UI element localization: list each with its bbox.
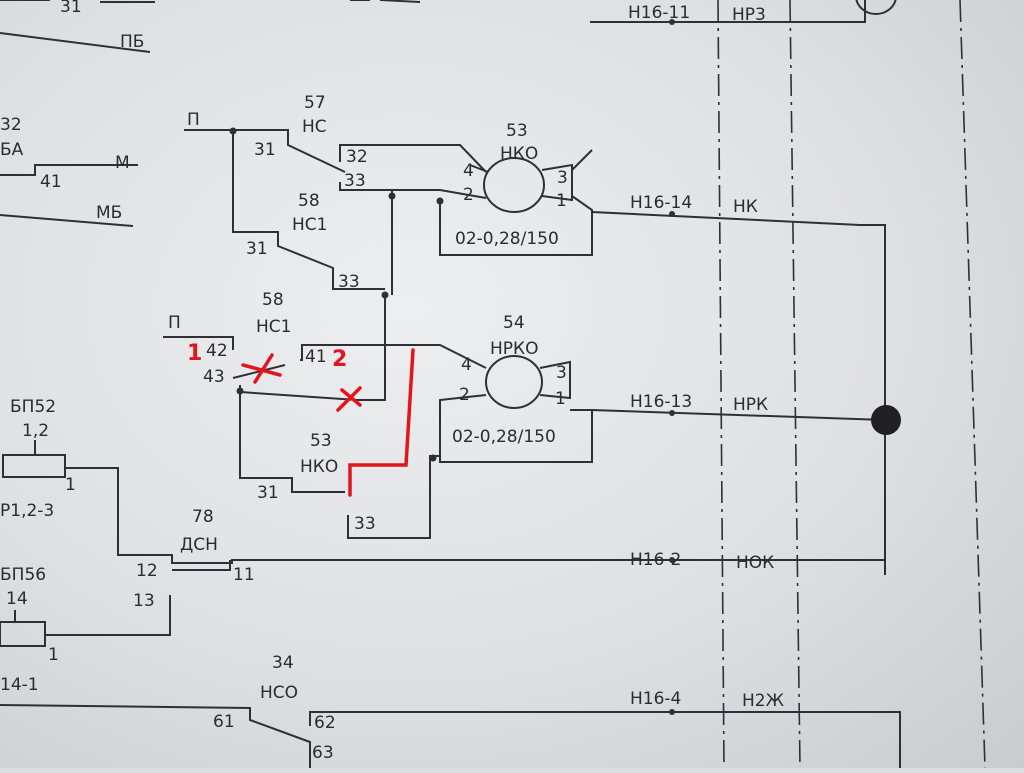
pin-label: 3: [556, 363, 567, 383]
terminal-label: НОК: [736, 553, 774, 573]
label: ПБ: [120, 32, 144, 52]
contact-label: 12: [136, 561, 158, 581]
contact-label: 31: [254, 140, 276, 160]
pin-label: 1: [65, 475, 76, 495]
pin-label: 1: [555, 389, 566, 409]
pin-label: 4: [461, 355, 472, 375]
motor-spec: 02-0,28/150: [452, 427, 556, 447]
relay-name: НС1: [292, 215, 327, 235]
label: Р1,2-3: [0, 501, 54, 521]
labels: 31 ПБ Н16-11 НР3 32 БА М 41 МБ П 57 НС 3…: [0, 0, 784, 763]
label: П: [168, 313, 181, 333]
motor-number: 53: [506, 121, 528, 141]
relay-number: 53: [310, 431, 332, 451]
contact-label: 33: [354, 514, 376, 534]
label: М: [115, 153, 130, 173]
pin-label: 4: [463, 161, 474, 181]
terminal-label: НР3: [732, 5, 766, 25]
terminal-node: [871, 405, 901, 435]
terminal-label: Н2Ж: [742, 691, 784, 711]
label: 41: [40, 172, 62, 192]
contact-label: 33: [338, 272, 360, 292]
pin-label: 3: [557, 168, 568, 188]
label: П: [187, 110, 200, 130]
contact-label: 62: [314, 713, 336, 733]
motor-number: 54: [503, 313, 525, 333]
wire-label: Н16-14: [630, 193, 692, 213]
terminal-label: НРК: [733, 395, 768, 415]
motor-name: НКО: [500, 144, 538, 164]
pin-label: 2: [463, 185, 474, 205]
contact-label: 31: [257, 483, 279, 503]
label: 14-1: [0, 675, 39, 695]
contact-label: 43: [203, 367, 225, 387]
resistor-value: 1,2: [22, 421, 49, 441]
motor-spec: 02-0,28/150: [455, 229, 559, 249]
motor-name: НРКО: [490, 339, 539, 359]
wire-label: Н16-4: [630, 689, 681, 709]
contact-label: 41: [305, 347, 327, 367]
relay-number: 78: [192, 507, 214, 527]
pin-label: 2: [459, 385, 470, 405]
junctions: [229, 19, 901, 715]
red-annotations: 1 2: [187, 341, 415, 497]
contact-label: 61: [213, 712, 235, 732]
relay-number: 57: [304, 93, 326, 113]
contact-label: 33: [344, 171, 366, 191]
resistor-label: БП56: [0, 565, 46, 585]
contact-label: 63: [312, 743, 334, 763]
label: 32: [0, 115, 22, 135]
wire-label: Н16-2: [630, 550, 681, 570]
label: МБ: [96, 203, 122, 223]
wire-label: Н16-11: [628, 3, 690, 23]
terminal-boundaries: [717, 0, 986, 769]
contact-label: 42: [206, 341, 228, 361]
contact-label: 31: [246, 239, 268, 259]
relay-name: НСО: [260, 683, 298, 703]
terminal-label: НК: [733, 197, 758, 217]
contact-label: 11: [233, 565, 255, 585]
resistor-label: БП52: [10, 397, 56, 417]
contact-label: 32: [346, 147, 368, 167]
label: БА: [0, 140, 24, 160]
relay-name: НКО: [300, 457, 338, 477]
relay-name: НС1: [256, 317, 291, 337]
resistor-value: 14: [6, 589, 28, 609]
annotation-mark-1: 1: [187, 341, 202, 366]
relay-name: ДСН: [180, 535, 218, 555]
relay-name: НС: [302, 117, 327, 137]
pin-label: 1: [48, 645, 59, 665]
relay-number: 58: [298, 191, 320, 211]
annotation-mark-2: 2: [332, 347, 347, 372]
relay-number: 34: [272, 653, 294, 673]
pin-label: 1: [556, 191, 567, 211]
label: 31: [60, 0, 82, 17]
contact-label: 13: [133, 591, 155, 611]
wires: [0, 0, 901, 768]
wire-label: Н16-13: [630, 392, 692, 412]
relay-number: 58: [262, 290, 284, 310]
